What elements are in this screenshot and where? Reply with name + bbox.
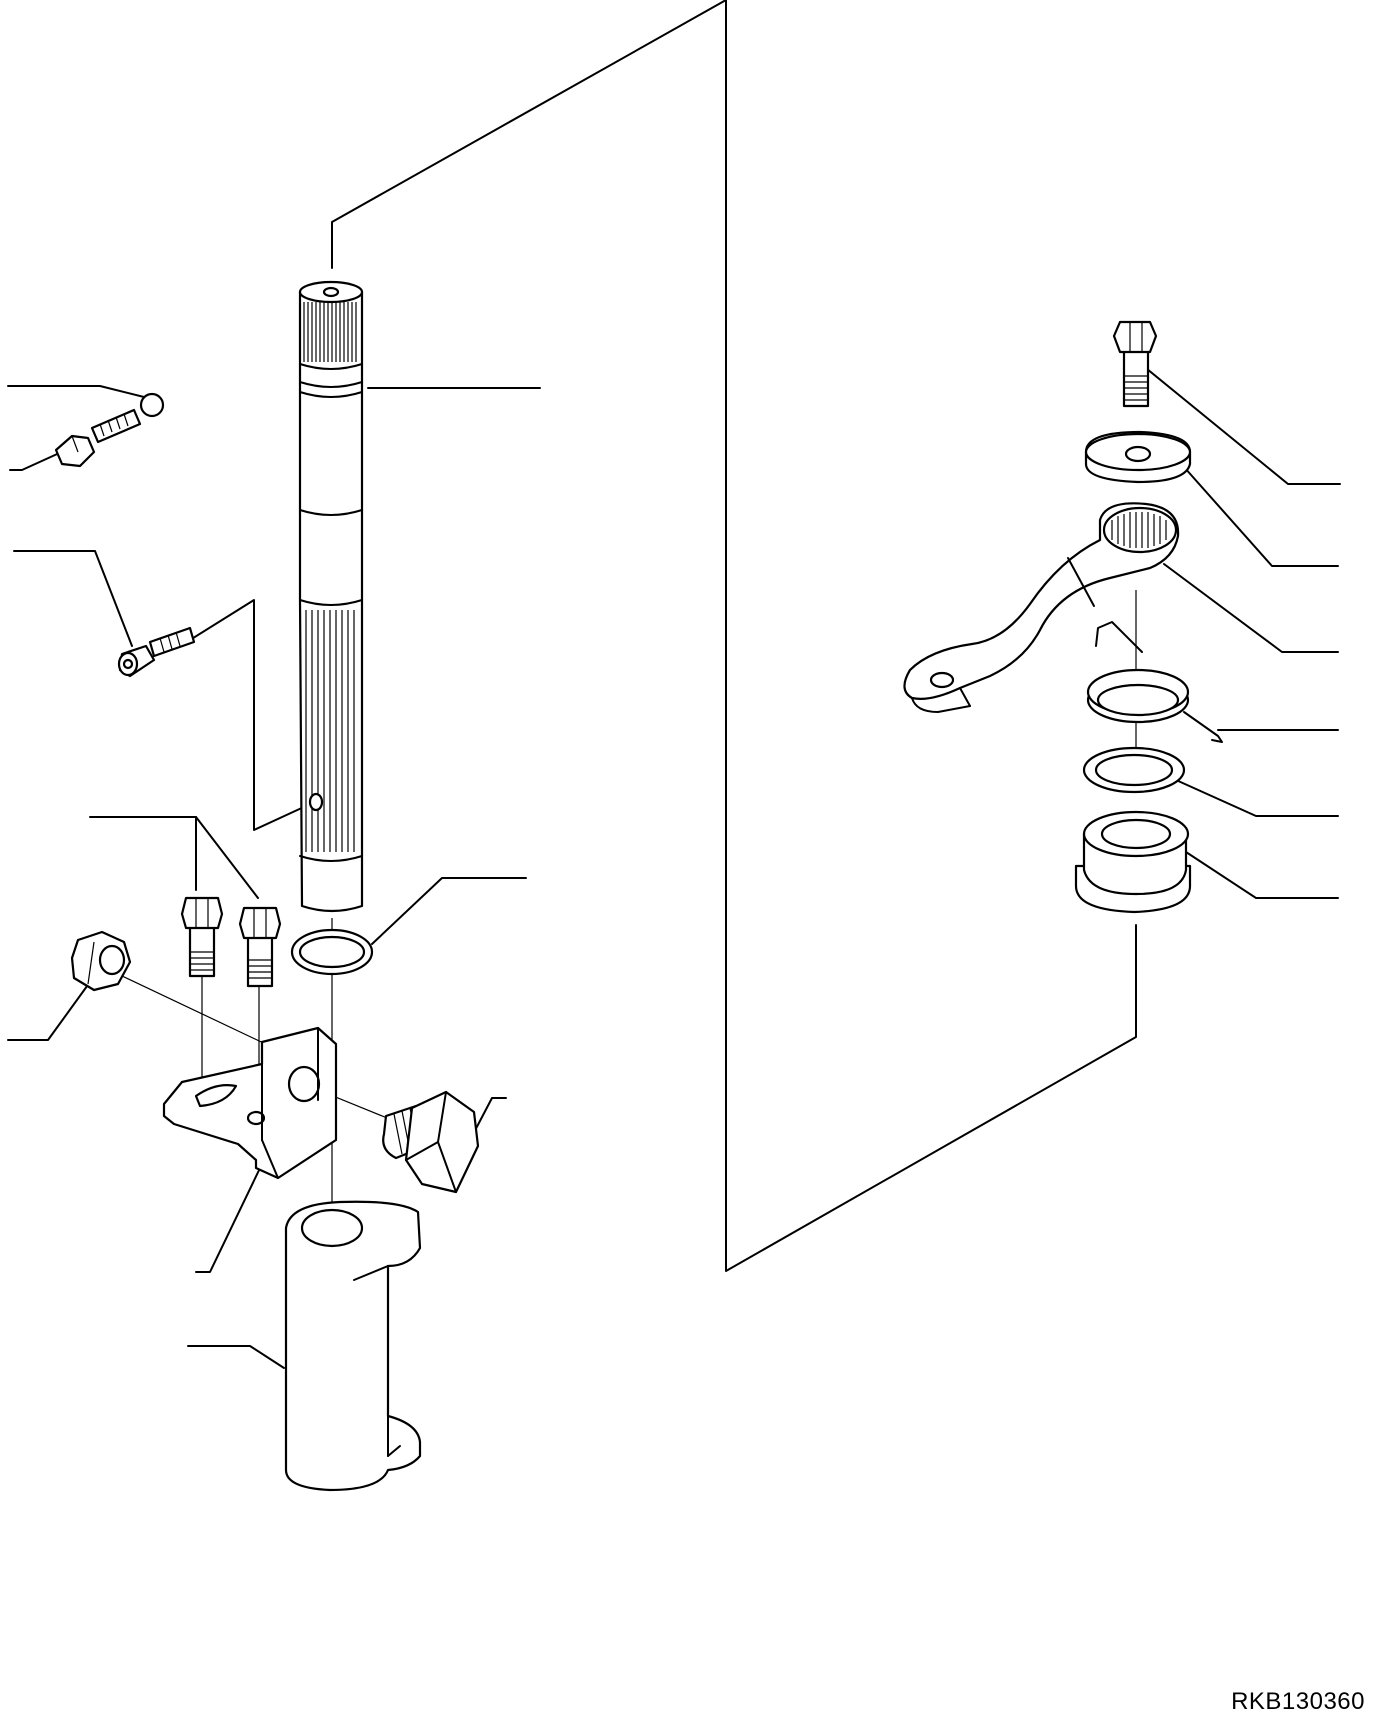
callout-socket-screw (13, 550, 133, 647)
o-ring (290, 928, 374, 976)
callout-bracket (195, 1163, 263, 1273)
return-spring (1086, 621, 1223, 743)
callout-stopper-bolt (469, 1097, 507, 1141)
drawing-id: RKB130360 (1231, 1688, 1365, 1715)
stopper-bracket (162, 1026, 338, 1180)
steering-arm (903, 502, 1180, 713)
mounting-bolt (238, 906, 282, 988)
washer (1084, 430, 1192, 484)
callout-nut (7, 981, 91, 1041)
callout-o-ring (371, 877, 527, 945)
spacer-ring (1082, 746, 1186, 794)
callout-washer (1175, 457, 1339, 567)
lock-bolt (54, 408, 142, 468)
screw-insert-line (189, 599, 307, 831)
callout-lock-bolt (9, 449, 67, 471)
lock-nut (70, 930, 132, 992)
socket-head-screw (117, 626, 196, 678)
callout-bolt-2 (195, 816, 259, 899)
callout-spacer (1175, 779, 1339, 817)
steering-shaft (298, 280, 364, 913)
callout-arm-bolt (1135, 359, 1341, 485)
callout-bushing (1185, 851, 1339, 899)
callout-housing (187, 1345, 285, 1369)
nut-axis (119, 974, 275, 1049)
steel-ball (139, 392, 165, 418)
arm-bolt (1112, 320, 1158, 408)
stopper-bolt (382, 1090, 480, 1194)
mounting-bolt (180, 896, 224, 978)
assembly-connector-line (331, 0, 1137, 1272)
callout-steel-ball (7, 385, 149, 399)
column-housing (284, 1200, 422, 1492)
bushing (1074, 810, 1192, 914)
callout-arm (1163, 563, 1339, 653)
